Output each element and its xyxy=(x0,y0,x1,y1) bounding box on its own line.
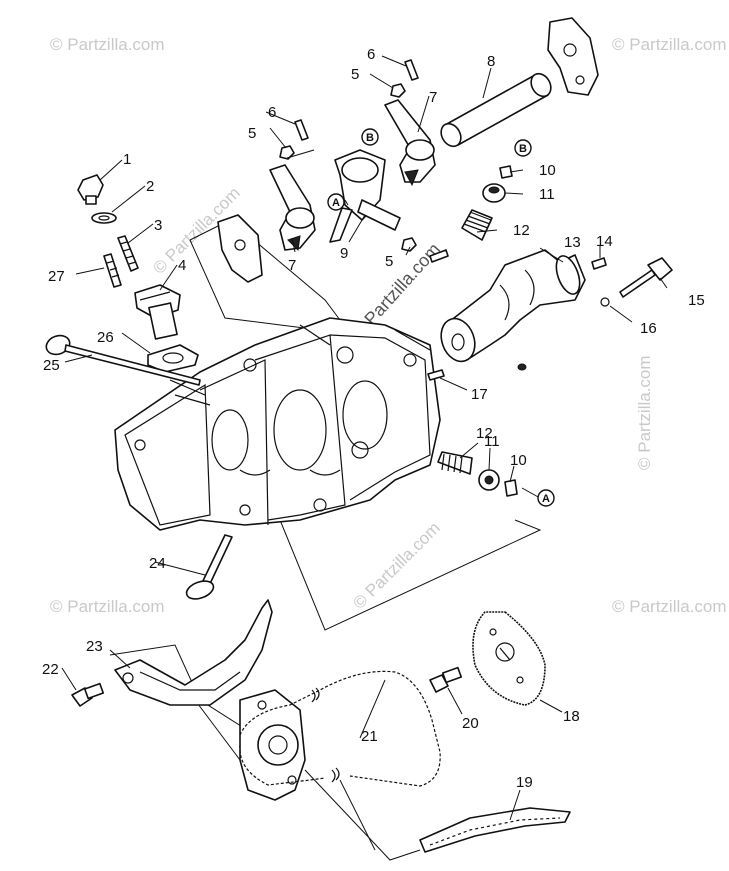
crank-sprocket xyxy=(239,689,306,801)
part-22-bolt xyxy=(71,682,105,707)
part-15-shaft xyxy=(619,257,673,298)
callout-14: 14 xyxy=(596,233,613,250)
callout-2: 2 xyxy=(146,178,154,195)
cylinder-head xyxy=(114,317,441,531)
reference-badge-a-lower: A xyxy=(537,489,555,507)
part-4-tensioner xyxy=(134,284,181,340)
part-10-keeper-upper xyxy=(499,165,513,179)
part-1-bolt xyxy=(77,174,104,205)
watermark-side-right: © Partzilla.com xyxy=(635,355,654,470)
part-11-retainer-upper xyxy=(482,183,506,203)
assembly-guide-lines xyxy=(109,219,542,861)
callout-5-left: 5 xyxy=(248,125,256,142)
callout-1: 1 xyxy=(123,151,131,168)
callout-9: 9 xyxy=(340,245,348,262)
watermark-bottom-right: © Partzilla.com xyxy=(612,597,727,616)
part-24-valve xyxy=(185,534,233,600)
callout-11-lower: 11 xyxy=(484,433,500,450)
callout-5-right: 5 xyxy=(385,253,393,270)
callout-20: 20 xyxy=(462,715,479,732)
watermark-top-left: © Partzilla.com xyxy=(50,35,165,54)
callout-7-right: 7 xyxy=(429,89,437,106)
callout-11-upper: 11 xyxy=(539,186,555,203)
leader-lines xyxy=(61,55,668,821)
callout-15: 15 xyxy=(688,292,705,309)
shaft-bracket xyxy=(547,17,599,96)
callout-8: 8 xyxy=(487,53,495,70)
callout-21: 21 xyxy=(361,728,378,745)
callout-13: 13 xyxy=(564,234,581,251)
callout-6-top: 6 xyxy=(367,46,375,63)
part-5-screw-right xyxy=(429,249,449,263)
callout-12-lower: 12 xyxy=(476,425,493,442)
callout-24: 24 xyxy=(149,555,166,572)
callout-6-left: 6 xyxy=(268,104,276,121)
reference-badge-b-left: B xyxy=(361,128,379,146)
part-6-adjuster-screw-left xyxy=(294,119,309,141)
callout-3: 3 xyxy=(154,217,162,234)
callout-23: 23 xyxy=(86,638,103,655)
part-5-nut-right xyxy=(401,237,417,252)
part-13-camshaft xyxy=(440,249,586,371)
part-10-keeper-lower xyxy=(504,479,518,497)
watermarks: © Partzilla.com © Partzilla.com © Partzi… xyxy=(50,35,727,616)
part-26-gasket xyxy=(147,344,199,373)
callout-27: 27 xyxy=(48,268,65,285)
callout-19: 19 xyxy=(516,774,533,791)
part-18-cam-sprocket xyxy=(472,611,546,706)
part-21-cam-chain xyxy=(239,670,441,787)
watermark-top-right: © Partzilla.com xyxy=(612,35,727,54)
callout-4: 4 xyxy=(178,257,186,274)
part-9-rocker-assembly xyxy=(329,149,401,243)
callout-22: 22 xyxy=(42,661,59,678)
callout-10-lower: 10 xyxy=(510,452,527,469)
part-12-spring-upper xyxy=(461,209,493,241)
part-3-stud xyxy=(117,235,139,272)
callout-17: 17 xyxy=(471,386,488,403)
callout-18: 18 xyxy=(563,708,580,725)
part-25-valve xyxy=(45,334,201,386)
cam-bracket-left xyxy=(217,214,263,283)
part-5-nut-left xyxy=(279,145,295,160)
part-5-nut-top xyxy=(390,83,406,98)
callout-12-upper: 12 xyxy=(513,222,530,239)
part-12-spring-lower xyxy=(437,451,473,475)
part-11-retainer-lower xyxy=(478,469,500,491)
part-2-washer xyxy=(91,212,117,224)
part-6-adjuster-screw-top xyxy=(404,59,419,81)
callout-25: 25 xyxy=(43,357,60,374)
part-16-clip xyxy=(600,297,610,307)
callout-labels: 1 2 3 4 27 26 25 24 5 6 5 6 7 8 7 9 5 10… xyxy=(42,46,705,791)
part-7-rocker-arm-right xyxy=(384,99,436,187)
part-7-rocker-arm-left xyxy=(269,164,316,252)
watermark-diag-2: © Partzilla.com xyxy=(349,518,443,612)
reference-badge-a-upper: A xyxy=(327,193,345,211)
part-20-bolt xyxy=(429,666,463,693)
callout-5-top: 5 xyxy=(351,66,359,83)
part-17-pin xyxy=(427,369,445,381)
part-27-bolt xyxy=(103,253,122,288)
part-8-rocker-shaft xyxy=(440,72,552,148)
callout-7-left: 7 xyxy=(288,257,296,274)
callout-26: 26 xyxy=(97,329,114,346)
callout-10-upper: 10 xyxy=(539,162,556,179)
badge-a-upper-label: A xyxy=(332,197,340,209)
badge-a-lower-label: A xyxy=(542,493,550,505)
part-23-tensioner-guide xyxy=(114,599,273,706)
callout-16: 16 xyxy=(640,320,657,337)
part-14-pin xyxy=(591,257,607,270)
part-19-chain-guide xyxy=(419,807,571,853)
badge-b-left-label: B xyxy=(366,132,374,144)
watermark-bottom-left: © Partzilla.com xyxy=(50,597,165,616)
reference-badge-b-right: B xyxy=(514,139,532,157)
badge-b-right-label: B xyxy=(519,143,527,155)
